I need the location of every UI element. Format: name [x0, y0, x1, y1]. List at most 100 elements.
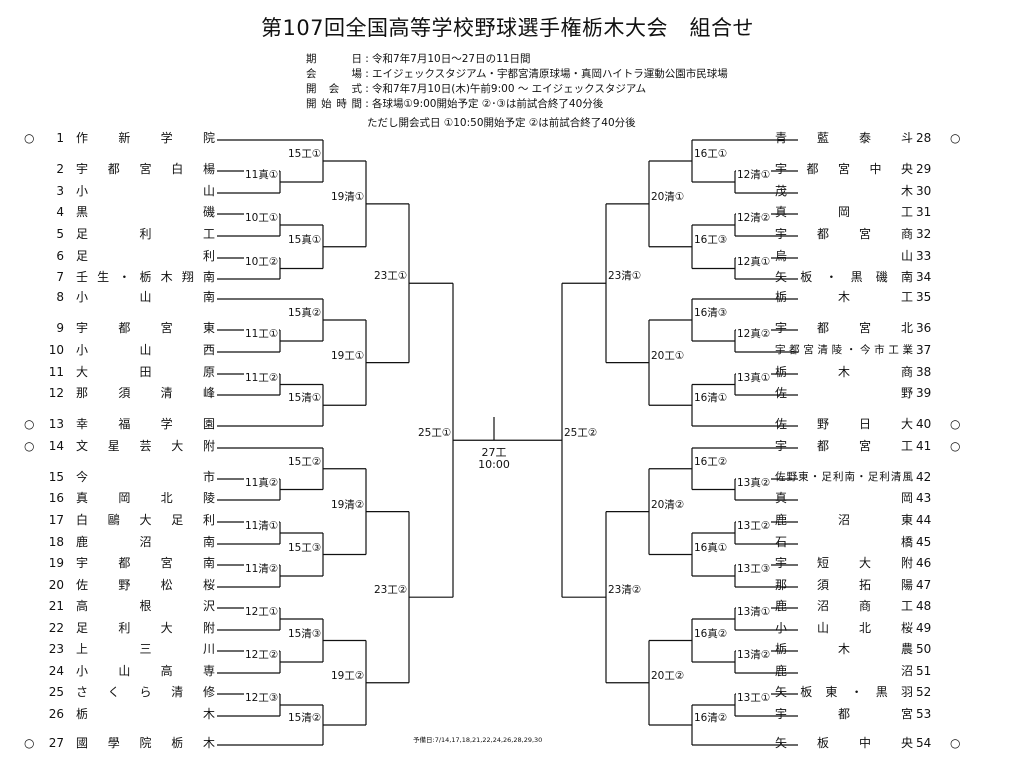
- seed-circle-icon: ○: [950, 417, 961, 431]
- team-name: 今市: [76, 470, 215, 484]
- team-name: 高根沢: [76, 599, 215, 613]
- team-number: 14: [48, 439, 64, 453]
- game-r2: 15工②: [287, 455, 323, 469]
- team-entry: 15 今市: [0, 468, 220, 486]
- team-name: 小山南: [76, 290, 215, 304]
- team-name: 幸福学園: [76, 417, 215, 431]
- team-name: 宇都宮東: [76, 321, 215, 335]
- team-number: 3: [56, 184, 64, 198]
- team-number: 15: [48, 470, 64, 484]
- team-number: 17: [48, 513, 64, 527]
- game-r1: 12真②: [736, 328, 772, 341]
- game-r4: 23清①: [607, 270, 643, 284]
- team-name: 足利工: [76, 227, 215, 241]
- team-name: 矢板中央: [775, 736, 913, 750]
- team-number: 23: [48, 642, 64, 656]
- team-name: 宇都宮: [775, 707, 913, 721]
- team-name: 那須清峰: [76, 386, 215, 400]
- game-r3: 20工①: [650, 349, 686, 363]
- team-number: 28: [916, 131, 932, 145]
- team-name: 佐野: [775, 386, 913, 400]
- team-name: 大田原: [76, 365, 215, 379]
- team-number: 50: [916, 642, 932, 656]
- seed-circle-icon: ○: [950, 131, 961, 145]
- game-r2: 15清②: [287, 712, 323, 725]
- game-r3: 19工②: [330, 669, 366, 683]
- game-r1: 10工②: [244, 255, 280, 269]
- team-name: 白鷗大足利: [76, 513, 215, 527]
- team-name: 足利大附: [76, 621, 215, 635]
- game-r4: 23清②: [607, 584, 643, 598]
- game-r1: 13清②: [736, 649, 772, 662]
- game-r1: 13工③: [736, 563, 772, 576]
- team-name: 矢板東・黒羽: [775, 685, 913, 699]
- team-entry: 7 壬生・栃木翔南: [0, 268, 220, 286]
- game-r2: 16工②: [693, 455, 729, 469]
- game-r4: 23工②: [373, 584, 409, 598]
- team-name: 壬生・栃木翔南: [76, 270, 215, 284]
- final-game-time: 10:00: [478, 458, 510, 471]
- team-number: 16: [48, 491, 64, 505]
- game-r3: 19工①: [330, 349, 366, 363]
- game-r2: 15清③: [287, 627, 323, 641]
- team-name: 佐野日大: [775, 417, 913, 431]
- game-r1: 11清①: [244, 520, 280, 533]
- game-r2: 15真①: [287, 233, 323, 247]
- info-value: 令和7年7月10日～27日の11日間: [372, 53, 531, 65]
- team-number: 44: [916, 513, 932, 527]
- game-r3: 20清①: [650, 190, 686, 204]
- info-key: 会 場: [306, 68, 362, 80]
- team-name: 國學院栃木: [76, 736, 215, 750]
- game-r2: 16清①: [693, 392, 729, 406]
- game-r5: 25工①: [417, 427, 453, 441]
- game-r2: 15清①: [287, 392, 323, 406]
- game-r2: 16工③: [693, 233, 729, 247]
- team-name: 鹿沼商工: [775, 599, 913, 613]
- game-r1: 12工①: [244, 606, 280, 619]
- team-name: 石橋: [775, 535, 913, 549]
- game-r3: 19清①: [330, 190, 366, 204]
- team-name: 鹿沼: [775, 664, 913, 678]
- team-number: 39: [916, 386, 932, 400]
- game-r1: 11工②: [244, 371, 280, 385]
- team-number: 32: [916, 227, 932, 241]
- team-number: 24: [48, 664, 64, 678]
- team-name: 矢板・黒磯南: [775, 270, 913, 284]
- team-number: 38: [916, 365, 932, 379]
- team-number: 20: [48, 578, 64, 592]
- team-number: 7: [56, 270, 64, 284]
- team-number: 33: [916, 249, 932, 263]
- game-r1: 12工③: [244, 692, 280, 705]
- team-name: 宇都宮白楊: [76, 162, 215, 176]
- game-r1: 13清①: [736, 606, 772, 619]
- final-game: 27工 10:00: [467, 447, 521, 471]
- team-number: 35: [916, 290, 932, 304]
- game-r2: 16真②: [693, 627, 729, 641]
- team-name: 小山北桜: [775, 621, 913, 635]
- team-number: 49: [916, 621, 932, 635]
- game-r1: 12清①: [736, 169, 772, 182]
- seed-circle-icon: ○: [24, 417, 35, 431]
- seed-circle-icon: ○: [950, 736, 961, 750]
- team-name: 烏山: [775, 249, 913, 263]
- game-r1: 12真①: [736, 255, 772, 269]
- reserve-days: 予備日:7/14,17,18,21,22,24,26,28,29,30: [413, 736, 543, 744]
- game-r2: 15真②: [287, 307, 323, 320]
- team-number: 22: [48, 621, 64, 635]
- team-number: 45: [916, 535, 932, 549]
- game-r1: 12清②: [736, 212, 772, 225]
